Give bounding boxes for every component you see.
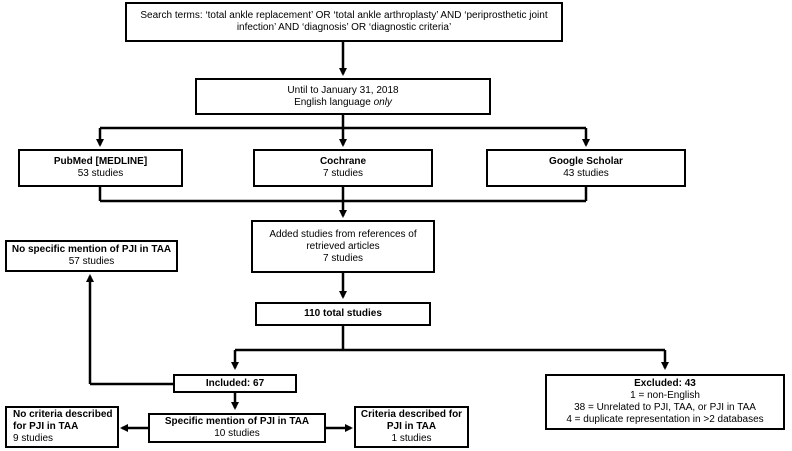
included-label: Included: 67 <box>205 377 265 389</box>
excluded-label: Excluded: 43 <box>634 378 696 389</box>
specific-mention-title: Specific mention of PJI in TAA <box>164 416 310 427</box>
no-mention-count: 57 studies <box>68 256 115 267</box>
added-studies-box: Added studies from references of retriev… <box>251 220 435 273</box>
specific-mention-box: Specific mention of PJI in TAA 10 studie… <box>148 413 326 443</box>
criteria-count: 1 studies <box>391 433 432 444</box>
search-terms-line2: infection’ AND ‘diagnosis’ OR ‘diagnosti… <box>236 22 452 33</box>
database-count: 53 studies <box>77 168 124 179</box>
no-criteria-line1: No criteria described <box>13 409 113 420</box>
no-mention-box: No specific mention of PJI in TAA 57 stu… <box>5 240 178 272</box>
search-terms-line1: Search terms: ‘total ankle replacement’ … <box>140 10 548 21</box>
limits-language: English language only <box>294 96 392 108</box>
database-name: Cochrane <box>319 156 367 167</box>
excluded-reason: 4 = duplicate representation in >2 datab… <box>566 414 764 425</box>
database-count: 7 studies <box>322 168 364 179</box>
no-criteria-line2: for PJI in TAA <box>13 421 79 432</box>
total-studies-box: 110 total studies <box>255 302 431 326</box>
excluded-reason: 38 = Unrelated to PJI, TAA, or PJI in TA… <box>574 402 756 413</box>
database-name: Google Scholar <box>549 156 623 167</box>
added-studies-count: 7 studies <box>322 252 364 264</box>
excluded-box: Excluded: 43 1 = non-English 38 = Unrela… <box>545 374 785 430</box>
database-box-cochrane: Cochrane 7 studies <box>253 149 433 187</box>
database-box-pubmed: PubMed [MEDLINE] 53 studies <box>18 149 183 187</box>
no-criteria-count: 9 studies <box>13 433 54 444</box>
excluded-reason: 1 = non-English <box>630 390 700 401</box>
criteria-box: Criteria described for PJI in TAA 1 stud… <box>354 406 469 448</box>
no-criteria-box: No criteria described for PJI in TAA 9 s… <box>5 406 119 448</box>
added-studies-line1: Added studies from references of <box>269 228 417 240</box>
added-studies-line2: retrieved articles <box>306 240 380 252</box>
criteria-line2: PJI in TAA <box>386 421 437 432</box>
database-name: PubMed [MEDLINE] <box>53 156 148 167</box>
criteria-line1: Criteria described for <box>360 409 463 420</box>
no-mention-title: No specific mention of PJI in TAA <box>11 244 172 255</box>
database-count: 43 studies <box>563 168 609 179</box>
included-box: Included: 67 <box>173 374 297 393</box>
limits-box: Until to January 31, 2018 English langua… <box>195 78 491 115</box>
limits-date: Until to January 31, 2018 <box>287 84 399 96</box>
total-studies-label: 110 total studies <box>304 308 382 319</box>
search-terms-box: Search terms: ‘total ankle replacement’ … <box>125 2 563 42</box>
specific-mention-count: 10 studies <box>214 428 260 439</box>
database-box-google-scholar: Google Scholar 43 studies <box>486 149 686 187</box>
